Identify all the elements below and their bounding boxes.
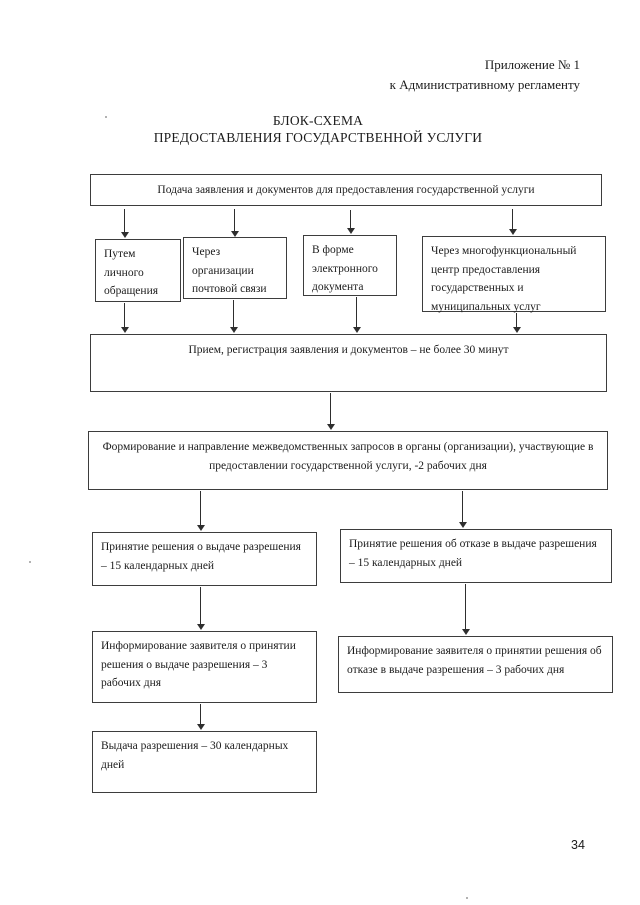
page-number: 34	[571, 838, 585, 852]
flow-box-channel-mfc-label: Через многофункциональный центр предоста…	[431, 245, 577, 313]
flow-box-inform-refuse-label: Информирование заявителя о принятии реше…	[347, 645, 602, 676]
arrow-down-icon	[458, 491, 467, 528]
flow-box-channel-personal: Путем личного обращения	[95, 239, 181, 302]
flow-box-submission-label: Подача заявления и документов для предос…	[157, 183, 535, 196]
flow-box-channel-electronic: В форме электронного документа	[303, 235, 397, 296]
flow-box-issuance: Выдача разрешения – 30 календарных дней	[92, 731, 317, 793]
arrow-down-icon	[508, 209, 517, 235]
arrow-down-icon	[326, 393, 335, 430]
flow-box-channel-electronic-label: В форме электронного документа	[312, 244, 378, 294]
flow-box-issuance-label: Выдача разрешения – 30 календарных дней	[101, 740, 289, 771]
arrow-down-icon	[352, 297, 361, 333]
appendix-header: Приложение № 1 к Административному регла…	[180, 55, 580, 95]
arrow-down-icon	[120, 209, 129, 238]
page-title-line2: ПРЕДОСТАВЛЕНИЯ ГОСУДАРСТВЕННОЙ УСЛУГИ	[153, 129, 483, 145]
flow-box-channel-personal-label: Путем личного обращения	[104, 248, 159, 298]
flow-box-channel-mfc: Через многофункциональный центр предоста…	[422, 236, 606, 313]
arrow-down-icon	[229, 300, 238, 333]
flow-box-decision-refuse-label: Принятие решения об отказе в выдаче разр…	[349, 538, 597, 569]
flow-box-inform-refuse: Информирование заявителя о принятии реше…	[338, 636, 613, 693]
page-title: БЛОК-СХЕМА ПРЕДОСТАВЛЕНИЯ ГОСУДАРСТВЕННО…	[0, 113, 636, 147]
flow-box-inform-issue-label: Информирование заявителя о принятии реше…	[101, 640, 296, 690]
flow-box-decision-issue: Принятие решения о выдаче разрешения – 1…	[92, 532, 317, 586]
arrow-down-icon	[230, 209, 239, 237]
appendix-header-line2: к Административному регламенту	[389, 77, 580, 93]
flow-box-interagency-label: Формирование и направление межведомствен…	[102, 441, 594, 472]
flow-box-reception-label: Прием, регистрация заявления и документо…	[188, 344, 509, 356]
flow-box-channel-postal: Через организации почтовой связи	[183, 237, 287, 299]
scan-speck	[466, 897, 468, 899]
appendix-header-line1: Приложение № 1	[484, 57, 580, 72]
page-title-line1: БЛОК-СХЕМА	[272, 113, 364, 128]
flow-box-decision-refuse: Принятие решения об отказе в выдаче разр…	[340, 529, 612, 583]
flow-box-reception: Прием, регистрация заявления и документо…	[90, 334, 607, 392]
flow-box-inform-issue: Информирование заявителя о принятии реше…	[92, 631, 317, 703]
arrow-down-icon	[120, 303, 129, 333]
arrow-down-icon	[461, 584, 470, 635]
arrow-down-icon	[196, 491, 205, 531]
arrow-down-icon	[196, 587, 205, 630]
arrow-down-icon	[346, 210, 355, 234]
flow-box-interagency: Формирование и направление межведомствен…	[88, 431, 608, 490]
scan-speck	[29, 561, 31, 563]
arrow-down-icon	[196, 704, 205, 730]
flow-box-decision-issue-label: Принятие решения о выдаче разрешения – 1…	[101, 541, 301, 572]
flow-box-submission: Подача заявления и документов для предос…	[90, 174, 602, 206]
flow-box-channel-postal-label: Через организации почтовой связи	[192, 246, 267, 296]
scan-speck	[105, 116, 107, 118]
arrow-down-icon	[512, 313, 521, 333]
